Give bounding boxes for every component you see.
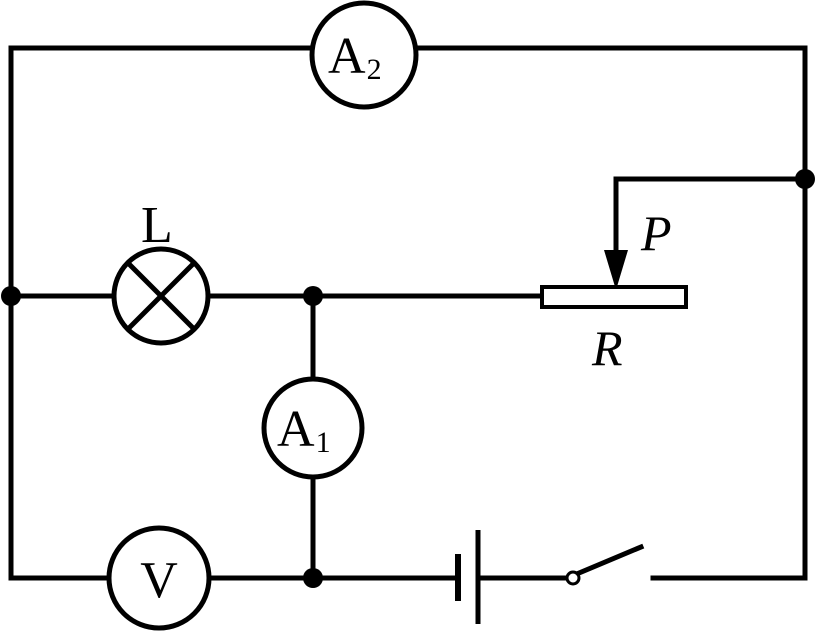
rheostat-icon [540,285,688,309]
ammeter-2: A2 [309,0,419,110]
rheostat-label: R [591,320,623,376]
junction-node-bottom [303,568,323,588]
slider-wire [613,176,808,253]
junction-node-left [1,286,21,306]
voltmeter: V [106,525,212,631]
junction-node-right [795,169,815,189]
switch-icon [565,543,645,586]
ammeter-1: A1 [261,376,365,480]
ammeter-2-label: A2 [328,28,382,86]
lamp-label: L [141,197,173,254]
slider-label: P [640,205,672,261]
ammeter-1-label: A1 [277,401,331,459]
lamp-icon [111,246,211,346]
junction-node-middle [303,286,323,306]
voltmeter-label: V [140,552,178,609]
slider-arrow-icon [604,250,628,290]
battery-icon [455,530,481,624]
